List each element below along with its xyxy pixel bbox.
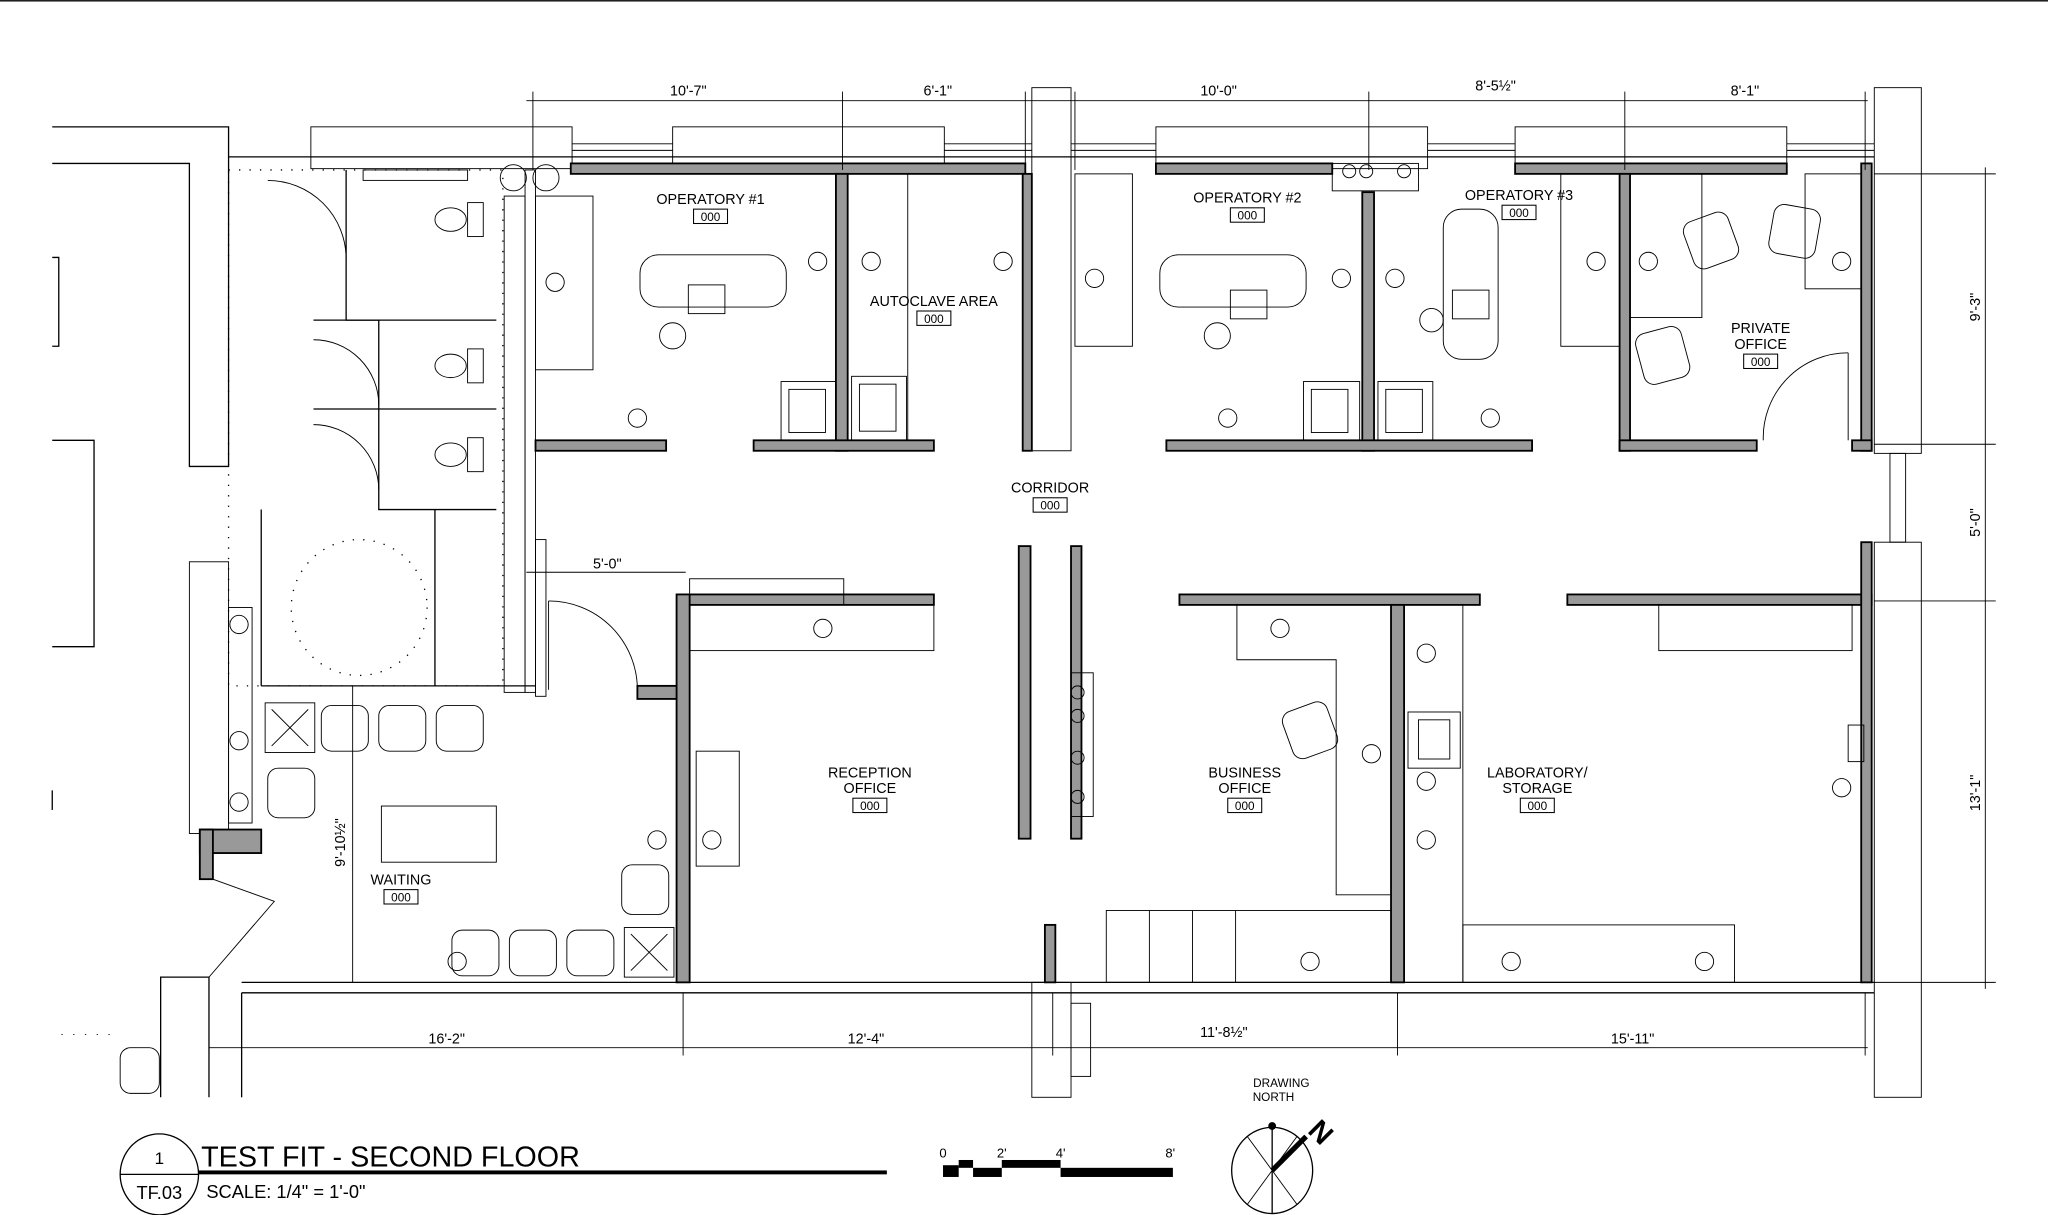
north-arrow: DRAWING NORTH N [1231, 1077, 1339, 1215]
interior-walls [198, 162, 1873, 984]
svg-text:000: 000 [1509, 207, 1529, 220]
title-block: 1 TF.03 TEST FIT - SECOND FLOOR SCALE: 1… [119, 1133, 887, 1215]
svg-text:000: 000 [1040, 500, 1060, 513]
dim-top-1: 10'-7" [670, 84, 707, 100]
door-swings [208, 352, 1849, 978]
drawing-title: TEST FIT - SECOND FLOOR [201, 1142, 580, 1174]
dim-bottom-4: 15'-11" [1611, 1032, 1655, 1048]
svg-text:BUSINESS: BUSINESS [1208, 765, 1281, 781]
dim-right-3: 13'-1" [1968, 775, 1984, 812]
svg-text:OPERATORY #1: OPERATORY #1 [656, 192, 764, 208]
svg-text:000: 000 [391, 891, 411, 904]
svg-text:NORTH: NORTH [1253, 1091, 1295, 1104]
room-laboratory: LABORATORY/STORAGE 000 [1487, 765, 1588, 814]
svg-text:OPERATORY #2: OPERATORY #2 [1193, 191, 1301, 207]
svg-text:000: 000 [1238, 210, 1258, 223]
room-corridor: CORRIDOR 000 [1011, 481, 1089, 513]
svg-text:AUTOCLAVE AREA: AUTOCLAVE AREA [870, 294, 998, 310]
dim-right-2: 5'-0" [1968, 508, 1984, 537]
room-operatory-1: OPERATORY #1 000 [656, 192, 765, 225]
scale-bar: 0 2' 4' 8' [939, 1145, 1175, 1177]
room-autoclave: AUTOCLAVE AREA 000 [870, 294, 998, 326]
svg-text:000: 000 [701, 211, 721, 224]
outlets [229, 251, 1852, 972]
room-operatory-2: OPERATORY #2 000 [1193, 191, 1301, 223]
dimension-labels: 10'-7" 6'-1" 10'-0" 8'-5½" 8'-1" 9'-3" 5… [333, 78, 1984, 1047]
dental-chair [639, 208, 1499, 360]
dimension-lines [61, 91, 1996, 1094]
room-labels: OPERATORY #1 000 AUTOCLAVE AREA 000 OPERAT… [371, 188, 1790, 905]
dim-reception-door: 5'-0" [593, 556, 622, 572]
svg-text:RECEPTION: RECEPTION [828, 765, 912, 781]
svg-text:OFFICE: OFFICE [1218, 781, 1271, 797]
dim-top-3: 10'-0" [1200, 84, 1237, 100]
svg-text:STORAGE: STORAGE [1502, 781, 1572, 797]
drawing-number: 1 [155, 1149, 164, 1168]
svg-text:000: 000 [1235, 800, 1255, 813]
svg-text:DRAWING: DRAWING [1253, 1077, 1309, 1090]
svg-text:LABORATORY/: LABORATORY/ [1487, 765, 1588, 781]
room-operatory-3: OPERATORY #3 000 [1465, 188, 1573, 221]
svg-text:000: 000 [1751, 356, 1771, 369]
svg-text:OFFICE: OFFICE [844, 781, 897, 797]
svg-text:PRIVATE: PRIVATE [1731, 321, 1790, 337]
dim-top-2: 6'-1" [923, 84, 952, 100]
furniture [208, 162, 1865, 983]
dim-bottom-1: 16'-2" [428, 1032, 465, 1048]
svg-text:0: 0 [939, 1145, 946, 1160]
svg-text:8': 8' [1165, 1145, 1175, 1160]
drawing-scale: SCALE: 1/4" = 1'-0" [206, 1181, 365, 1202]
dim-bottom-2: 12'-4" [848, 1032, 885, 1048]
dim-top-4: 8'-5½" [1475, 78, 1516, 94]
svg-text:N: N [1302, 1114, 1339, 1151]
dim-right-1: 9'-3" [1968, 293, 1984, 322]
dim-waiting-depth: 9'-10½" [333, 818, 349, 867]
restrooms [227, 164, 560, 687]
svg-text:OFFICE: OFFICE [1734, 337, 1787, 353]
svg-text:000: 000 [860, 800, 880, 813]
sheet-number: TF.03 [137, 1182, 183, 1203]
room-waiting: WAITING 000 [371, 872, 432, 905]
svg-text:OPERATORY #3: OPERATORY #3 [1465, 188, 1573, 204]
svg-text:WAITING: WAITING [371, 872, 432, 888]
svg-text:CORRIDOR: CORRIDOR [1011, 481, 1089, 497]
dim-bottom-3: 11'-8½" [1200, 1025, 1248, 1041]
svg-text:2': 2' [997, 1145, 1007, 1160]
dim-top-5: 8'-1" [1731, 84, 1760, 100]
exterior-walls [51, 87, 1922, 1098]
svg-text:000: 000 [1528, 800, 1548, 813]
svg-text:000: 000 [924, 313, 944, 326]
svg-text:4': 4' [1056, 1145, 1066, 1160]
